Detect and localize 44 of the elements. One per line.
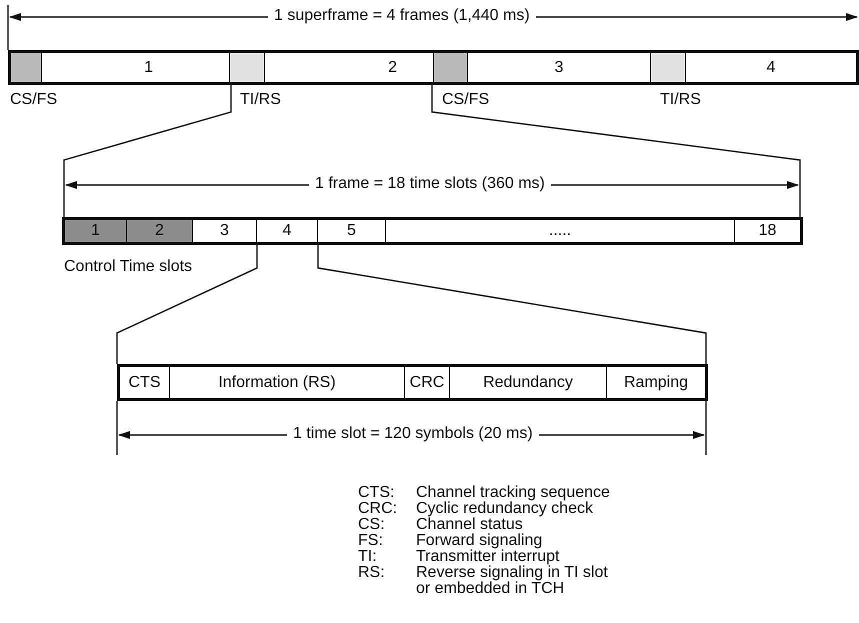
legend-description: Channel status <box>416 517 523 533</box>
legend-abbreviation: TI: <box>358 549 377 565</box>
legend-abbreviation: FS: <box>358 533 383 549</box>
legend-description: Channel tracking sequence <box>416 485 611 501</box>
legend-abbreviation: CS: <box>358 517 385 533</box>
slot-cell: 3 <box>193 220 257 242</box>
frame-bar <box>117 364 708 401</box>
slot-cell: Redundancy <box>450 367 607 398</box>
shaded-slot <box>434 53 468 82</box>
dimension-label: 1 time slot = 120 symbols (20 ms) <box>287 425 539 443</box>
caption: Control Time slots <box>64 258 192 276</box>
slot-caption: TI/RS <box>660 91 701 109</box>
slot-caption: TI/RS <box>240 91 281 109</box>
frame-bar <box>8 50 859 85</box>
slot-caption: CS/FS <box>10 91 58 109</box>
slot-cell: Ramping <box>607 367 705 398</box>
legend-description: Transmitter interrupt <box>416 549 560 565</box>
slot-cell: 2 <box>127 220 193 242</box>
slot-cell: 1 <box>65 220 127 242</box>
slot-caption: CS/FS <box>442 91 490 109</box>
legend-abbreviation: RS: <box>358 565 385 581</box>
slot-cell: CTS <box>120 367 170 398</box>
dimension-label: 1 superframe = 4 frames (1,440 ms) <box>268 7 536 25</box>
zoom-line <box>63 85 232 217</box>
zoom-line <box>317 245 707 364</box>
slot-cell: CRC <box>405 367 450 398</box>
legend-abbreviation: CRC: <box>358 501 398 517</box>
zoom-line <box>116 245 258 364</box>
legend-description: Cyclic redundancy check <box>416 501 593 517</box>
zoom-line <box>431 85 801 217</box>
legend-description: Forward signaling <box>416 533 544 549</box>
frame-bar <box>62 217 803 245</box>
slot-cell: 18 <box>735 220 800 242</box>
shaded-slot <box>651 53 686 82</box>
slot-cell: 4 <box>686 53 856 82</box>
slot-cell: ..... <box>386 220 735 242</box>
shaded-slot <box>230 53 265 82</box>
slot-cell: 5 <box>318 220 386 242</box>
legend-abbreviation: CTS: <box>358 485 394 501</box>
shaded-slot <box>11 53 42 82</box>
dimension-label: 1 frame = 18 time slots (360 ms) <box>309 175 551 193</box>
slot-cell: Information (RS) <box>170 367 405 398</box>
legend-description: Reverse signaling in TI slot or embedded in TCH <box>416 565 609 597</box>
slot-cell: 4 <box>257 220 318 242</box>
